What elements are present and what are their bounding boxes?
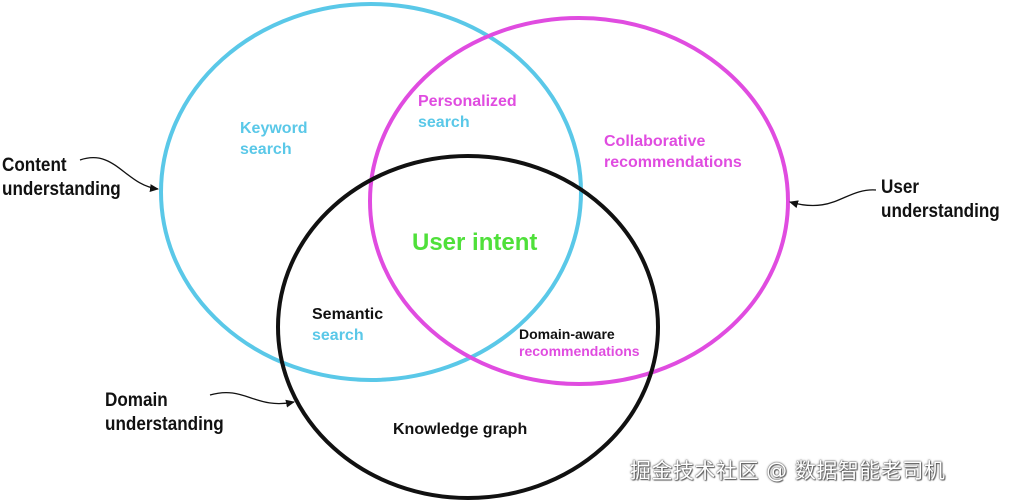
domain-aware-line2: recommendations <box>519 343 640 359</box>
collaborative-recommendations-line2: recommendations <box>604 154 742 171</box>
domain-understanding-label-line1: Domain <box>105 390 168 411</box>
keyword-search-line2: search <box>240 141 292 158</box>
semantic-search-line2: search <box>312 327 364 344</box>
personalized-search-line2: search <box>418 114 470 131</box>
domain-aware-recommendations-label: Domain-aware recommendations <box>519 326 640 360</box>
user-intent-text: User intent <box>412 229 538 256</box>
user-understanding-label-line2: understanding <box>881 201 1000 222</box>
content-understanding-arrow <box>79 157 159 192</box>
semantic-search-line1: Semantic <box>312 306 384 323</box>
domain-understanding-label-line2: understanding <box>105 414 224 435</box>
domain-understanding-label: Domain understanding <box>105 389 224 437</box>
watermark-text: 掘金技术社区 @ 数据智能老司机 <box>630 459 946 483</box>
domain-understanding-circle <box>276 154 660 500</box>
user-understanding-label: User understanding <box>881 176 1000 224</box>
collaborative-recommendations-line1: Collaborative <box>604 133 706 150</box>
content-understanding-circle <box>159 2 583 382</box>
content-understanding-label-line1: Content <box>2 155 67 176</box>
semantic-search-label: Semantic search <box>312 304 383 346</box>
domain-aware-line1: Domain-aware <box>519 326 615 342</box>
content-understanding-label-line2: understanding <box>2 179 121 200</box>
domain-understanding-arrow <box>209 391 295 408</box>
user-understanding-circle <box>368 16 790 386</box>
personalized-search-line1: Personalized <box>418 93 517 110</box>
user-intent-label: User intent <box>412 229 537 257</box>
knowledge-graph-text: Knowledge graph <box>393 421 528 438</box>
personalized-search-label: Personalized search <box>418 91 517 133</box>
keyword-search-line1: Keyword <box>240 120 308 137</box>
user-understanding-arrow <box>789 189 877 209</box>
user-understanding-label-line1: User <box>881 177 920 198</box>
knowledge-graph-label: Knowledge graph <box>393 419 527 440</box>
collaborative-recommendations-label: Collaborative recommendations <box>604 131 742 173</box>
keyword-search-label: Keyword search <box>240 118 308 160</box>
content-understanding-label: Content understanding <box>2 154 121 202</box>
